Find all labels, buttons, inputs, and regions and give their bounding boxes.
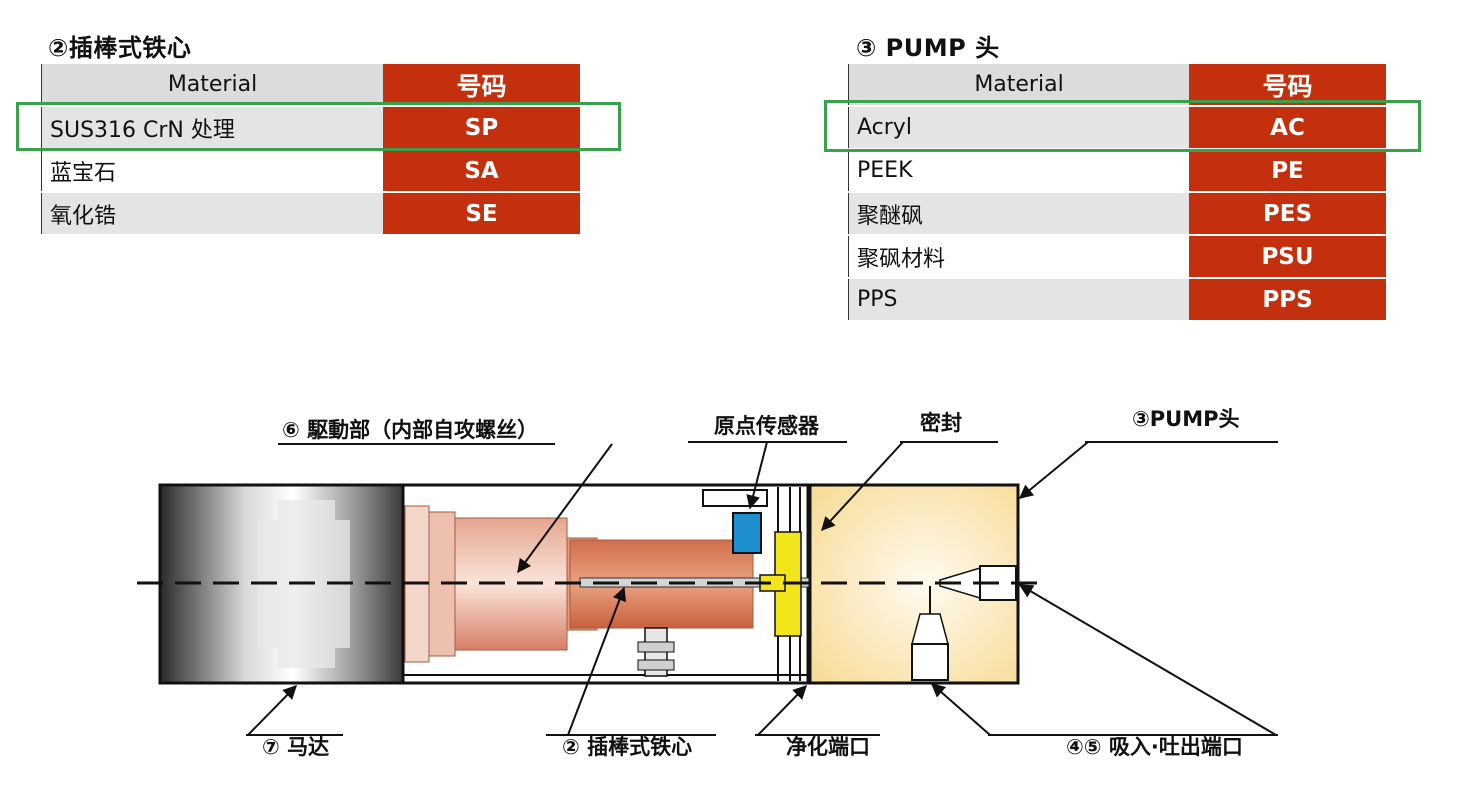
pump-table-title: ③ PUMP 头 <box>856 34 1000 62</box>
table-row[interactable]: 氧化锆 SE <box>41 192 580 236</box>
label-purge-port: 净化端口 <box>786 735 870 759</box>
code-cell: PSU <box>1189 235 1386 279</box>
material-cell: Acryl <box>848 106 1189 150</box>
table-row[interactable]: 蓝宝石 SA <box>41 149 580 193</box>
header-material: Material <box>41 64 383 107</box>
insert-material-table: Material 号码 SUS316 CrN 处理 SP 蓝宝石 SA 氧化锆 … <box>41 64 580 236</box>
header-code: 号码 <box>383 64 580 107</box>
material-cell: 蓝宝石 <box>41 149 383 193</box>
table-row[interactable]: PEEK PE <box>848 149 1386 193</box>
table-header-row: Material 号码 <box>41 64 580 107</box>
label-motor: ⑦ 马达 <box>262 735 329 759</box>
code-cell: SE <box>383 192 580 236</box>
material-cell: 聚砜材料 <box>848 235 1189 279</box>
code-cell: AC <box>1189 106 1386 150</box>
label-suction-discharge: ④⑤ 吸入·吐出端口 <box>1066 735 1243 759</box>
support-bracket <box>637 627 675 677</box>
label-seal: 密封 <box>920 411 962 435</box>
origin-sensor <box>702 489 768 554</box>
material-cell: PPS <box>848 278 1189 322</box>
material-cell: SUS316 CrN 处理 <box>41 106 383 150</box>
table-row[interactable]: 聚醚砜 PES <box>848 192 1386 236</box>
code-cell: SP <box>383 106 580 150</box>
table-header-row: Material 号码 <box>848 64 1386 107</box>
pump-cross-section-diagram: ⑥ 駆動部（内部自攻螺丝） 原点传感器 密封 ③PUMP头 ⑦ 马达 ② 插棒式… <box>137 407 1278 759</box>
code-cell: SA <box>383 149 580 193</box>
header-code: 号码 <box>1189 64 1386 107</box>
table-row[interactable]: 聚砜材料 PSU <box>848 235 1386 279</box>
table-row[interactable]: PPS PPS <box>848 278 1386 322</box>
label-origin-sensor: 原点传感器 <box>714 414 820 438</box>
insert-table-title: ②插棒式铁心 <box>48 34 192 62</box>
material-cell: PEEK <box>848 149 1189 193</box>
code-cell: PPS <box>1189 278 1386 322</box>
table-row[interactable]: Acryl AC <box>848 106 1386 150</box>
pump-material-table: Material 号码 Acryl AC PEEK PE 聚醚砜 PES 聚砜材… <box>848 64 1386 322</box>
label-drive: ⑥ 駆動部（内部自攻螺丝） <box>282 418 538 442</box>
label-pump-head: ③PUMP头 <box>1132 407 1240 431</box>
material-cell: 氧化锆 <box>41 192 383 236</box>
material-cell: 聚醚砜 <box>848 192 1189 236</box>
label-plunger: ② 插棒式铁心 <box>562 735 692 759</box>
code-cell: PE <box>1189 149 1386 193</box>
code-cell: PES <box>1189 192 1386 236</box>
table-row[interactable]: SUS316 CrN 处理 SP <box>41 106 580 150</box>
header-material: Material <box>848 64 1189 107</box>
